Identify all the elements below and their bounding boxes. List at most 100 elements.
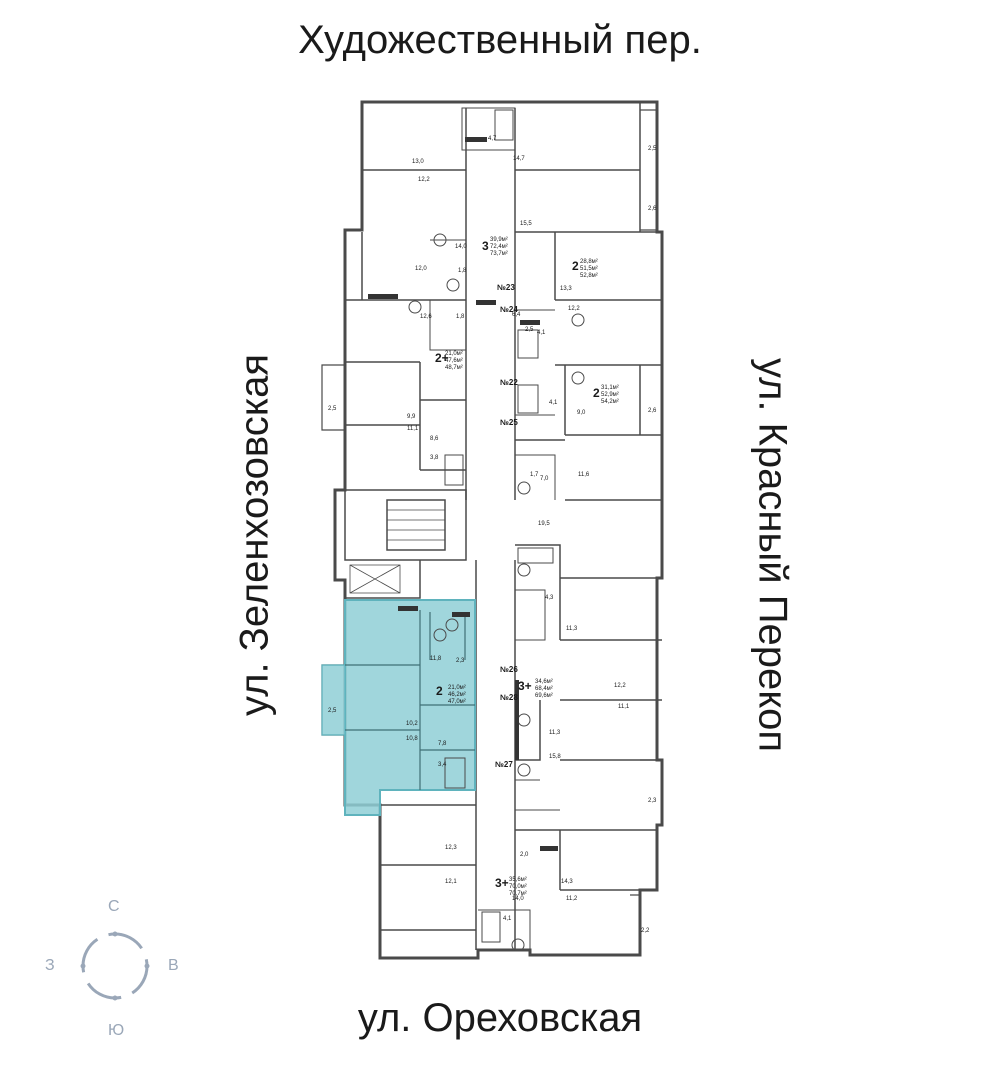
apartment-area: 35,6м² (509, 877, 527, 883)
room-area: 7,0 (540, 476, 549, 482)
room-area: 13,3 (560, 286, 572, 292)
apartment-area: 52,9м² (601, 392, 619, 398)
room-area: 2,3 (456, 658, 465, 664)
apartment-area: 39,9м² (490, 237, 508, 243)
room-area: 2,5 (328, 708, 337, 714)
room-area: 2,6 (648, 206, 657, 212)
highlighted-apartment[interactable] (344, 599, 476, 816)
apartment-area: 72,4м² (490, 244, 508, 250)
room-area: 11,1 (618, 704, 630, 710)
apartment-area: 51,5м² (580, 266, 598, 272)
room-area: 14,0 (512, 896, 524, 902)
room-area: 2,5 (328, 406, 337, 412)
apartment-area: 21,0м² (448, 685, 466, 691)
apartment-area: 73,7м² (490, 251, 508, 257)
compass-east-label: В (168, 957, 179, 974)
compass (80, 931, 150, 1001)
room-area: 19,5 (538, 521, 550, 527)
highlighted-apartment-walls (345, 610, 475, 790)
room-area: 12,0 (415, 266, 427, 272)
compass-north-label: С (108, 898, 120, 915)
apartment-rooms: 2 (593, 386, 600, 400)
room-area: 12,6 (420, 314, 432, 320)
apartment-number: №24 (500, 305, 518, 314)
room-area: 7,8 (438, 741, 447, 747)
room-area: 2,2 (641, 928, 650, 934)
room-area: 3,4 (438, 762, 447, 768)
apartment-area: 69,6м² (535, 693, 553, 699)
room-area: 2,5 (648, 146, 657, 152)
room-area: 1,7 (530, 472, 539, 478)
room-area: 14,3 (561, 879, 573, 885)
apartment-area: 54,2м² (601, 399, 619, 405)
room-area: 1,8 (456, 314, 465, 320)
room-area: 11,1 (407, 426, 419, 432)
room-area: 6,4 (512, 312, 521, 318)
apartment-area: 70,7м² (509, 891, 527, 897)
bathroom-fixtures (408, 109, 585, 952)
room-area: 13,0 (412, 159, 424, 165)
apartment-number: №27 (495, 760, 513, 769)
apartment-area: 47,0м² (448, 699, 466, 705)
room-area: 10,2 (406, 721, 418, 727)
room-area: 2,3 (648, 798, 657, 804)
apartment-number: №25 (500, 418, 518, 427)
room-area: 9,0 (577, 410, 586, 416)
apartment-area: 47,6м² (445, 358, 463, 364)
room-area: 4,1 (537, 330, 546, 336)
apartment-area: 46,2м² (448, 692, 466, 698)
room-area: 8,6 (430, 436, 439, 442)
room-area: 12,1 (445, 879, 457, 885)
apartment-area: 34,6м² (535, 679, 553, 685)
room-area: 10,8 (406, 736, 418, 742)
apartment-area: 28,8м² (580, 259, 598, 265)
room-area: 4,1 (503, 916, 512, 922)
room-area: 12,2 (568, 306, 580, 312)
apartment-number: №28 (500, 693, 518, 702)
apartment-area: 68,4м² (535, 686, 553, 692)
room-area: 3,8 (430, 455, 439, 461)
room-area: 14,7 (513, 156, 525, 162)
apartment-area: 31,1м² (601, 385, 619, 391)
compass-south-label: Ю (108, 1022, 125, 1039)
room-area: 11,2 (566, 896, 578, 902)
room-area: 12,3 (445, 845, 457, 851)
room-area: 11,6 (578, 472, 590, 478)
room-area: 15,8 (549, 754, 561, 760)
room-area: 12,2 (418, 177, 430, 183)
room-area: 4,7 (488, 136, 497, 142)
kitchen-counters (368, 137, 558, 851)
room-area: 11,3 (566, 626, 578, 632)
room-area: 11,8 (430, 656, 442, 662)
apartment-rooms: 3+ (518, 679, 532, 693)
room-area: 2,6 (648, 408, 657, 414)
room-area: 9,9 (407, 414, 416, 420)
room-area: 4,1 (549, 400, 558, 406)
apartment-rooms: 2+ (435, 351, 449, 365)
walls (321, 100, 664, 960)
room-area-labels: 4,7 14,7 13,0 2,5 12,2 2,6 15,5 14,0 1,8 12,0 13,3… (328, 136, 657, 934)
apartment-rooms: 3 (482, 239, 489, 253)
room-area: 2,5 (525, 327, 534, 333)
room-area: 12,2 (614, 683, 626, 689)
room-area: 14,0 (455, 244, 467, 250)
apartment-area: 70,0м² (509, 884, 527, 890)
apartment-area: 52,8м² (580, 273, 598, 279)
room-area: 4,3 (545, 595, 554, 601)
apartment-rooms: 2 (572, 259, 579, 273)
room-area: 2,0 (520, 852, 529, 858)
compass-west-label: З (45, 957, 55, 974)
room-area: 15,5 (520, 221, 532, 227)
street-label-bottom: ул. Ореховская (357, 996, 643, 1040)
street-label-top: Художественный пер. (298, 18, 702, 62)
apartment-number: №22 (500, 378, 518, 387)
apartment-area: 48,7м² (445, 365, 463, 371)
apartment-rooms: 3+ (495, 876, 509, 890)
apartment-area: 21,0м² (445, 351, 463, 357)
apartment-rooms: 2 (436, 684, 443, 698)
apartment-number: №26 (500, 665, 518, 674)
room-area: 11,3 (549, 730, 561, 736)
room-area: 1,8 (458, 268, 467, 274)
